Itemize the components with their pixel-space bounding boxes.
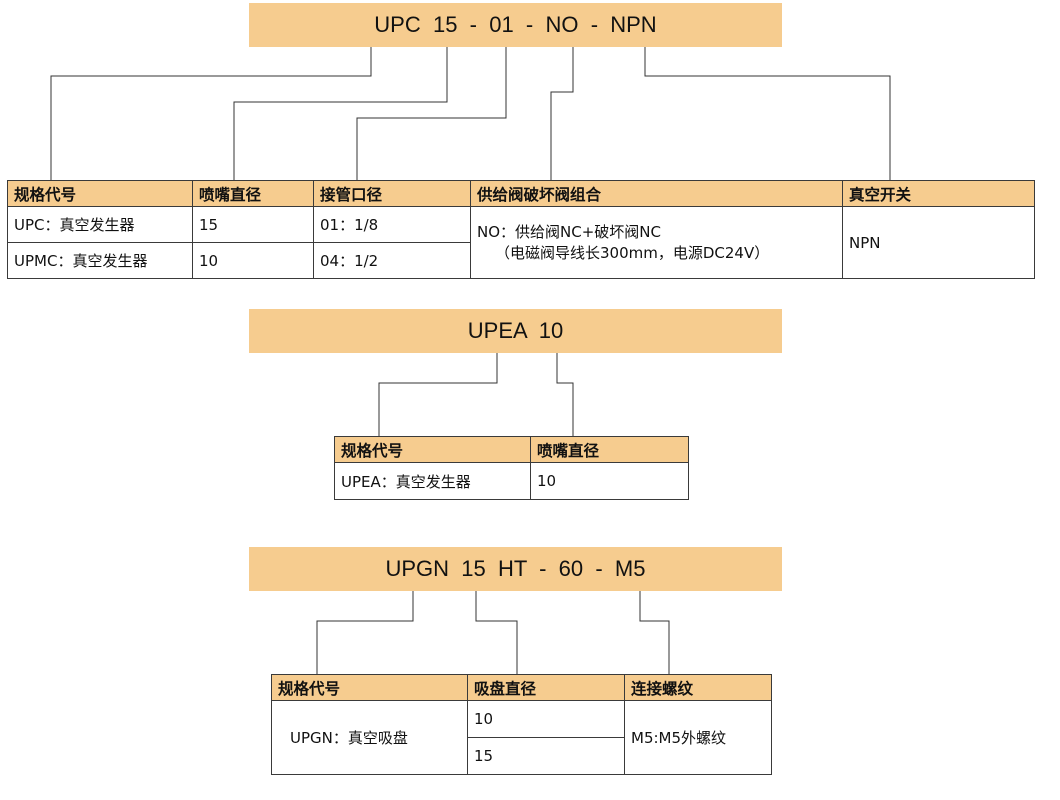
header-spec-code: 规格代号	[334, 436, 531, 463]
connector-upgn-thread	[639, 590, 670, 674]
cell-model-upgn: UPGN：真空吸盘	[271, 700, 468, 775]
spec-table-upea: 规格代号 喷嘴直径 UPEA：真空发生器 10	[334, 436, 689, 500]
cell-port-01: 01：1/8	[313, 206, 471, 243]
spec-table-upgn: 规格代号 吸盘直径 连接螺纹 UPGN：真空吸盘 10 M5:M5外螺纹 15	[271, 674, 772, 775]
header-thread: 连接螺纹	[624, 674, 772, 701]
cell-model-upmc: UPMC：真空发生器	[7, 242, 193, 279]
header-valve-combo: 供给阀破坏阀组合	[470, 180, 843, 207]
connector-spec-code	[50, 46, 372, 180]
cell-diameter-15: 15	[467, 737, 625, 775]
cell-nozzle-10: 10	[192, 242, 314, 279]
valve-line-1: NO：供给阀NC+破坏阀NC	[477, 222, 661, 241]
cell-model-upea: UPEA：真空发生器	[334, 462, 531, 500]
cell-valve-combo: NO：供给阀NC+破坏阀NC （电磁阀导线长300mm，电源DC24V）	[470, 206, 843, 279]
connector-upea-spec	[378, 352, 498, 436]
connector-nozzle	[233, 46, 448, 180]
connector-upea-nozzle	[556, 352, 574, 436]
connector-switch	[644, 46, 891, 180]
header-spec-code: 规格代号	[271, 674, 468, 701]
header-vacuum-switch: 真空开关	[842, 180, 1035, 207]
cell-diameter-10: 10	[467, 700, 625, 738]
cell-vacuum-switch: NPN	[842, 206, 1035, 279]
header-nozzle-diameter: 喷嘴直径	[192, 180, 314, 207]
connector-port	[356, 46, 507, 180]
model-code-bar-upgn: UPGN 15 HT - 60 - M5	[249, 547, 782, 591]
spec-table-upc: 规格代号 喷嘴直径 接管口径 供给阀破坏阀组合 真空开关 UPC：真空发生器 1…	[7, 180, 1035, 279]
cell-nozzle-10: 10	[530, 462, 689, 500]
connector-upgn-diameter	[475, 590, 518, 674]
header-spec-code: 规格代号	[7, 180, 193, 207]
cell-port-04: 04：1/2	[313, 242, 471, 279]
connector-upgn-spec	[316, 590, 414, 674]
cell-nozzle-15: 15	[192, 206, 314, 243]
cell-model-upc: UPC：真空发生器	[7, 206, 193, 243]
model-code-bar-upea: UPEA 10	[249, 309, 782, 353]
valve-line-2: （电磁阀导线长300mm，电源DC24V）	[495, 243, 770, 262]
header-port-size: 接管口径	[313, 180, 471, 207]
model-code-bar-upc: UPC 15 - 01 - NO - NPN	[249, 3, 782, 47]
connector-valve	[550, 46, 574, 180]
cell-thread-m5: M5:M5外螺纹	[624, 700, 772, 775]
header-nozzle-diameter: 喷嘴直径	[530, 436, 689, 463]
header-cup-diameter: 吸盘直径	[467, 674, 625, 701]
